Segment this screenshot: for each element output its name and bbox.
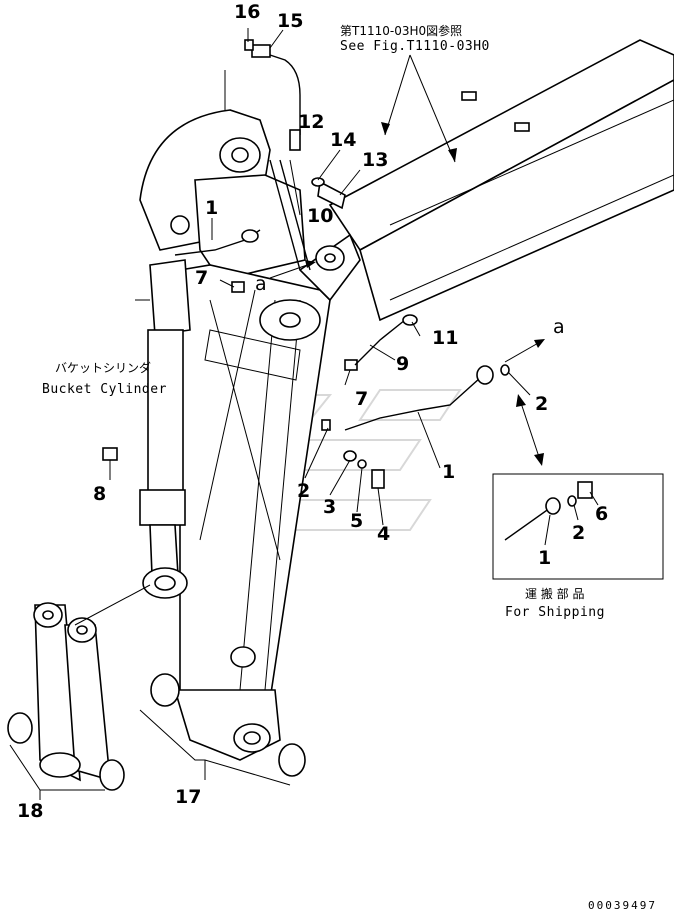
- callout-12: 12: [298, 111, 324, 133]
- figure-ref-en: See Fig.T1110-03H0: [340, 39, 490, 54]
- callout-6: 6: [595, 503, 608, 525]
- arrow-label-a-left: a: [255, 273, 267, 295]
- shipping-box: [492, 394, 664, 580]
- dust-seals: [7, 673, 306, 791]
- callout-4: 4: [377, 523, 390, 545]
- callout-17: 17: [175, 786, 201, 808]
- callout-14: 14: [330, 129, 356, 151]
- callout-1-hose: 1: [442, 461, 455, 483]
- leader-lines: [9, 28, 531, 800]
- callout-11: 11: [432, 327, 458, 349]
- callout-16: 16: [234, 1, 260, 23]
- arm-assembly: [139, 39, 674, 761]
- callout-8: 8: [93, 483, 106, 505]
- callout-5: 5: [350, 510, 363, 532]
- bucket-cylinder: [135, 259, 191, 599]
- callout-3: 3: [323, 496, 336, 518]
- callout-7-right: 7: [355, 388, 368, 410]
- drawing-code: 00039497: [588, 899, 657, 912]
- callout-10: 10: [307, 205, 333, 227]
- reference-arrows: [269, 54, 545, 363]
- callout-9: 9: [396, 353, 409, 375]
- figure-ref-jp: 第T1110-03H0図参照: [340, 23, 462, 38]
- hoses-and-fittings: [102, 39, 510, 489]
- bucket-cylinder-label-jp: バケットシリンダ: [55, 360, 151, 375]
- callout-7-left: 7: [195, 267, 208, 289]
- for-shipping-label-jp: 運 搬 部 品: [525, 586, 584, 601]
- callout-numbers: 16 15 12 14 13 1 10 7 11 9 7 2 1 2 3 5 4…: [17, 1, 608, 822]
- callout-15: 15: [277, 10, 303, 32]
- bucket-cylinder-label-en: Bucket Cylinder: [42, 382, 167, 397]
- callout-1-top: 1: [205, 197, 218, 219]
- callout-2-right: 2: [535, 393, 548, 415]
- callout-18: 18: [17, 800, 43, 822]
- callout-2-left: 2: [297, 480, 310, 502]
- arrow-label-a-right: a: [553, 316, 565, 338]
- for-shipping-label-en: For Shipping: [505, 605, 605, 620]
- link-assembly: [33, 602, 111, 782]
- callout-13: 13: [362, 149, 388, 171]
- callout-2-ship: 2: [572, 522, 585, 544]
- callout-1-ship: 1: [538, 547, 551, 569]
